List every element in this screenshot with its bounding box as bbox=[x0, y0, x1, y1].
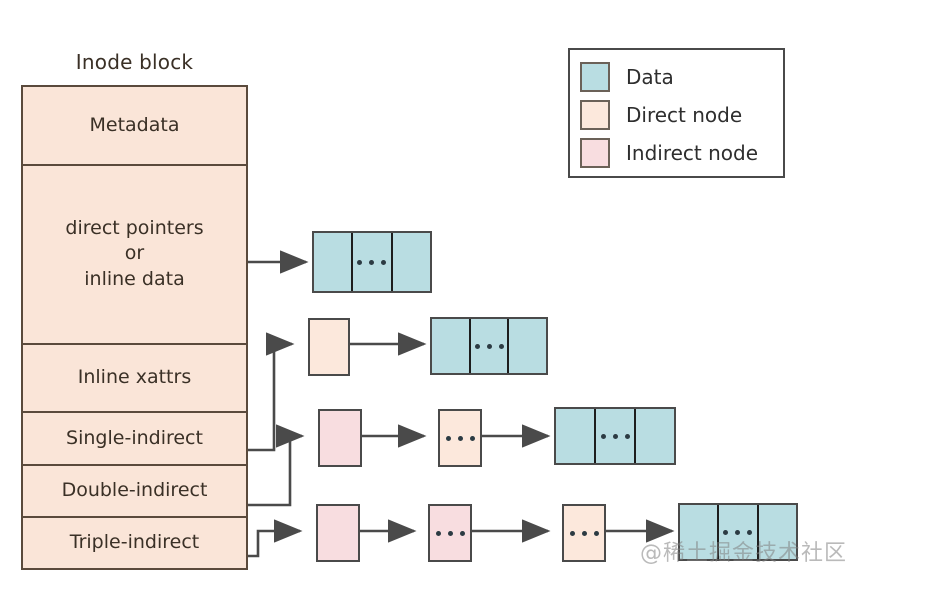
direct-node-row2-inner bbox=[310, 320, 348, 374]
data-cell bbox=[636, 409, 674, 463]
wire-double-indirect bbox=[248, 424, 305, 507]
inode-section-inline-xattrs-label: Inline xattrs bbox=[77, 365, 192, 388]
data-block-row4[interactable] bbox=[678, 503, 798, 561]
ellipsis-icon bbox=[445, 435, 475, 441]
direct-node-row3[interactable] bbox=[438, 409, 494, 479]
ellipsis-icon bbox=[474, 343, 504, 349]
inode-section-metadata-label: Metadata bbox=[89, 113, 180, 136]
legend: Data Direct node Indirect node bbox=[568, 48, 785, 178]
inode-block-title: Inode block bbox=[75, 50, 194, 74]
data-block-row1[interactable] bbox=[312, 231, 432, 293]
legend-item-indirect-node[interactable]: Indirect node bbox=[580, 134, 783, 172]
inode-section-single-indirect[interactable]: Single-indirect bbox=[23, 412, 246, 467]
ellipsis-icon bbox=[435, 530, 465, 536]
direct-node-row4[interactable] bbox=[562, 504, 618, 574]
data-block-row2[interactable] bbox=[430, 317, 548, 375]
inode-section-single-indirect-label: Single-indirect bbox=[66, 426, 203, 449]
legend-label-indirect-node: Indirect node bbox=[626, 141, 759, 165]
indirect-node-row4-second-inner bbox=[430, 506, 470, 560]
indirect-node-row4-second[interactable] bbox=[428, 504, 484, 574]
inode-section-triple-indirect[interactable]: Triple-indirect bbox=[23, 518, 246, 568]
data-cell-ellipsis bbox=[353, 233, 393, 291]
legend-swatch-data bbox=[580, 62, 610, 92]
legend-item-direct-node[interactable]: Direct node bbox=[580, 96, 783, 134]
inode-block: Metadata direct pointers or inline data … bbox=[21, 85, 248, 570]
legend-swatch-direct-node bbox=[580, 100, 610, 130]
direct-node-row3-inner bbox=[440, 411, 480, 465]
ellipsis-icon bbox=[569, 530, 599, 536]
indirect-node-row4-first-inner bbox=[318, 506, 358, 560]
data-cell-ellipsis bbox=[596, 409, 636, 463]
data-cell bbox=[314, 233, 354, 291]
data-cell bbox=[432, 319, 471, 373]
inode-section-direct-pointers[interactable]: direct pointers or inline data bbox=[23, 165, 246, 345]
indirect-node-row3-inner bbox=[320, 411, 360, 465]
inode-section-direct-pointers-label: direct pointers or inline data bbox=[65, 216, 204, 291]
indirect-node-row4-first[interactable] bbox=[316, 504, 360, 562]
data-cell-ellipsis bbox=[471, 319, 510, 373]
direct-node-row4-inner bbox=[564, 506, 604, 560]
data-cell bbox=[509, 319, 546, 373]
indirect-node-row3[interactable] bbox=[318, 409, 374, 479]
data-block-row3[interactable] bbox=[554, 407, 676, 465]
inode-section-metadata[interactable]: Metadata bbox=[23, 87, 246, 166]
data-cell-ellipsis bbox=[719, 505, 759, 559]
inode-section-triple-indirect-label: Triple-indirect bbox=[69, 531, 200, 554]
inode-section-double-indirect-label: Double-indirect bbox=[61, 479, 208, 502]
wire-triple-indirect bbox=[248, 519, 303, 558]
inode-section-double-indirect[interactable]: Double-indirect bbox=[23, 466, 246, 519]
wire-single-indirect bbox=[248, 332, 295, 452]
ellipsis-icon bbox=[357, 259, 387, 265]
data-cell bbox=[556, 409, 596, 463]
legend-label-direct-node: Direct node bbox=[626, 103, 743, 127]
legend-item-data[interactable]: Data bbox=[580, 58, 783, 96]
ellipsis-icon bbox=[723, 529, 753, 535]
legend-label-data: Data bbox=[626, 65, 674, 89]
inode-section-inline-xattrs[interactable]: Inline xattrs bbox=[23, 344, 246, 413]
watermark: @稀土掘金技术社区 bbox=[640, 541, 848, 566]
direct-node-row2[interactable] bbox=[308, 318, 362, 388]
data-cell bbox=[680, 505, 720, 559]
legend-swatch-indirect-node bbox=[580, 138, 610, 168]
ellipsis-icon bbox=[600, 433, 630, 439]
data-cell bbox=[393, 233, 430, 291]
